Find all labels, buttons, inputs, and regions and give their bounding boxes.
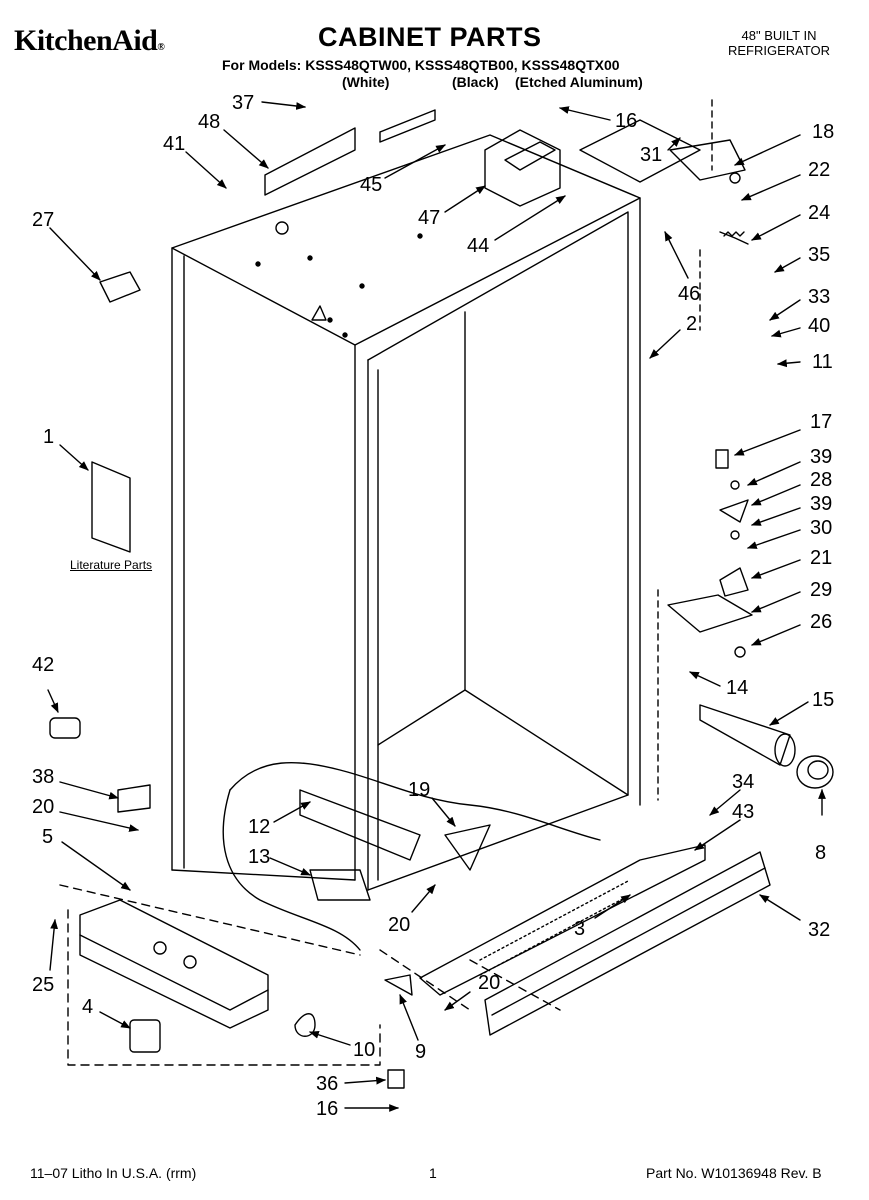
callout-31: 31: [640, 144, 663, 166]
leader-arrows: [47, 101, 826, 1112]
callout-3: 3: [574, 918, 586, 940]
callout-9: 9: [415, 1041, 427, 1063]
callout-41: 41: [163, 133, 186, 155]
callout-18: 18: [812, 121, 835, 143]
variant-etched-aluminum: (Etched Aluminum): [515, 74, 643, 90]
callout-12: 12: [248, 816, 271, 838]
callout-10: 10: [353, 1039, 376, 1061]
product-line-1: 48" BUILT IN: [741, 28, 817, 43]
callout-42: 42: [32, 654, 55, 676]
callout-1: 1: [43, 426, 55, 448]
brand-name: KitchenAid: [14, 24, 158, 57]
callout-44: 44: [467, 235, 490, 257]
cabinet-shell: [171, 109, 701, 891]
callout-39-a: 39: [810, 446, 833, 468]
product-description: 48" BUILT IN REFRIGERATOR: [712, 28, 846, 58]
base-dashed-box: [59, 884, 381, 1066]
callout-19: 19: [408, 779, 431, 801]
footer-print-info: 11–07 Litho In U.S.A. (rrm): [30, 1165, 197, 1181]
callout-48: 48: [198, 111, 221, 133]
part-number: Part No. W10136948 Rev. B: [646, 1165, 822, 1181]
brand-logo: KitchenAid®: [14, 24, 165, 58]
callout-17: 17: [810, 411, 833, 433]
callout-36: 36: [316, 1073, 339, 1095]
callout-39-b: 39: [810, 493, 833, 515]
literature-parts-label: Literature Parts: [70, 558, 153, 572]
callout-46: 46: [678, 283, 701, 305]
callout-24: 24: [808, 202, 831, 224]
hinge-bracket-top: [669, 139, 749, 245]
callout-30: 30: [810, 517, 833, 539]
callout-21: 21: [810, 547, 833, 569]
part-27-bracket: [99, 271, 141, 303]
callout-37: 37: [232, 92, 255, 114]
product-line-2: REFRIGERATOR: [727, 43, 831, 58]
variant-white: (White): [342, 74, 390, 90]
callout-38: 38: [32, 766, 55, 788]
callout-4: 4: [82, 996, 94, 1018]
callout-33: 33: [808, 286, 831, 308]
callout-29: 29: [810, 579, 833, 601]
callout-40: 40: [808, 315, 831, 337]
callout-45: 45: [360, 174, 383, 196]
callout-32: 32: [808, 919, 831, 941]
callout-5: 5: [42, 826, 54, 848]
part-1-literature: [91, 461, 131, 553]
grille-3: [419, 844, 706, 996]
callout-25: 25: [32, 974, 55, 996]
part-36-bracket: [387, 1069, 405, 1089]
callout-16-bottom: 16: [316, 1098, 339, 1120]
callout-13: 13: [248, 846, 271, 868]
leveling-leg-4: [129, 1019, 161, 1053]
grille-dashed-lines: [379, 949, 561, 1011]
kickplate-32: [484, 851, 771, 1036]
part-10-tube: [294, 1013, 316, 1037]
part-38-clip: [117, 784, 151, 813]
callout-20-left: 20: [32, 796, 55, 818]
callout-20-mid: 20: [388, 914, 411, 936]
hinge-centerline: [657, 99, 713, 801]
models-label: For Models: KSSS48QTW00, KSSS48QTB00, KS…: [222, 57, 620, 73]
callout-14: 14: [726, 677, 749, 699]
water-filter: [699, 704, 834, 789]
callout-26: 26: [810, 611, 833, 633]
callout-27: 27: [32, 209, 55, 231]
hinge-bottom-assembly: [667, 449, 753, 658]
callout-11: 11: [812, 351, 833, 373]
callout-20-bottom: 20: [478, 972, 501, 994]
callout-8: 8: [815, 842, 827, 864]
page-title: CABINET PARTS: [318, 22, 542, 52]
callout-28: 28: [810, 469, 833, 491]
callout-2: 2: [686, 313, 698, 335]
callout-16-top: 16: [615, 110, 638, 132]
machine-compartment: [222, 761, 601, 951]
part-9-clip: [384, 974, 413, 996]
page-number: 1: [429, 1165, 437, 1181]
callout-35: 35: [808, 244, 831, 266]
callout-22: 22: [808, 159, 831, 181]
base-frame: [79, 899, 269, 1029]
part-42-coupling: [49, 717, 81, 739]
callout-47: 47: [418, 207, 441, 229]
callout-34: 34: [732, 771, 755, 793]
variant-black: (Black): [452, 74, 499, 90]
callout-15: 15: [812, 689, 835, 711]
callout-43: 43: [732, 801, 755, 823]
brand-registered-mark: ®: [157, 42, 165, 53]
